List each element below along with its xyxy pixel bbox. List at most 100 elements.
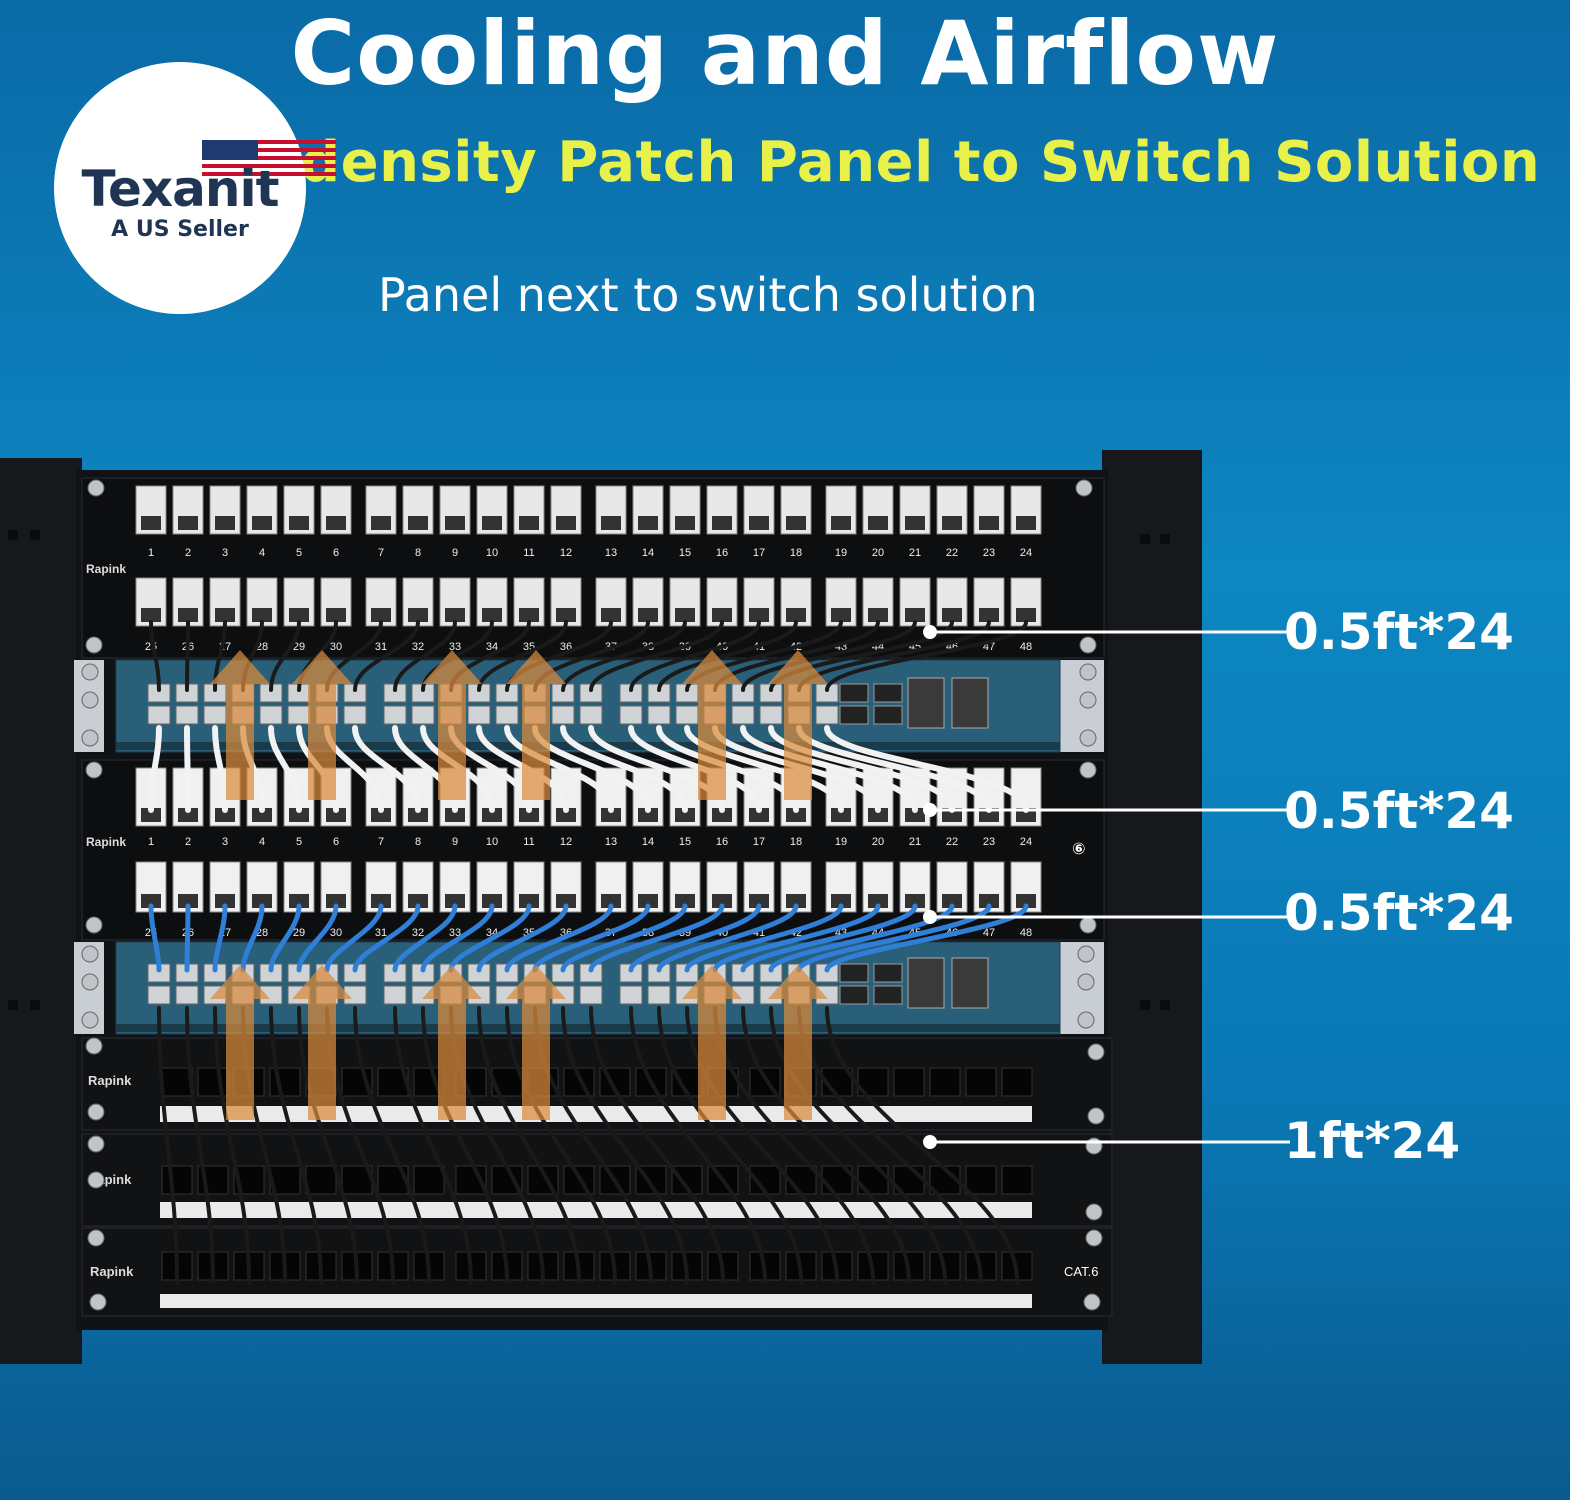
switch-port xyxy=(759,705,783,725)
port-number: 17 xyxy=(753,836,765,848)
rack-screw xyxy=(85,1037,103,1055)
patch-cable xyxy=(477,1006,581,1284)
port-number: 10 xyxy=(486,836,498,848)
patch-cable xyxy=(212,903,228,973)
port-number: 17 xyxy=(753,547,765,559)
patch-cable xyxy=(741,1006,911,1284)
port-number: 1 xyxy=(148,836,154,848)
airflow-arrow xyxy=(682,965,742,1120)
rack-screw xyxy=(1079,729,1097,747)
patch-cable xyxy=(269,1006,323,1284)
airflow-arrow xyxy=(422,650,482,800)
port-number: 3 xyxy=(222,547,228,559)
port-number: 22 xyxy=(946,836,958,848)
patch-cable xyxy=(825,1006,1019,1284)
patch-cable xyxy=(769,1006,947,1284)
rack-screw xyxy=(1087,1043,1105,1061)
port-number: 22 xyxy=(946,547,958,559)
patch-cable xyxy=(420,903,495,973)
port-number: 24 xyxy=(1020,547,1032,559)
port-number: 21 xyxy=(909,547,921,559)
port-number: 9 xyxy=(452,836,458,848)
airflow-arrow xyxy=(682,650,742,800)
switch-port xyxy=(383,985,407,1005)
rack-screw xyxy=(1085,1229,1103,1247)
rack-screw xyxy=(81,729,99,747)
switch-port xyxy=(731,963,755,983)
switch-port xyxy=(815,963,839,983)
switch-port xyxy=(619,963,643,983)
patch-cable xyxy=(393,620,457,692)
patch-cable xyxy=(353,620,420,692)
port-number: 47 xyxy=(983,927,995,939)
patch-cable xyxy=(421,1006,509,1284)
rack-screw xyxy=(87,479,105,497)
page-subtitle: density Patch Panel to Switch Solution xyxy=(300,130,1541,195)
port-number: 10 xyxy=(486,547,498,559)
patch-cable xyxy=(712,903,881,973)
patch-cable xyxy=(560,725,688,813)
patch-cable xyxy=(184,903,191,973)
patch-cable xyxy=(149,620,161,692)
port-number: 2 xyxy=(185,836,191,848)
patch-cable xyxy=(352,903,421,973)
patch-cable xyxy=(324,903,384,973)
airflow-arrow xyxy=(210,650,270,800)
airflow-arrow xyxy=(292,965,352,1120)
rack-left-rail xyxy=(0,458,82,1364)
port-number: 11 xyxy=(523,836,534,848)
rj45-jack xyxy=(269,1067,301,1097)
patch-cable xyxy=(296,903,339,973)
rj45-jack xyxy=(1001,1067,1033,1097)
switch-port xyxy=(175,985,199,1005)
rack-screw xyxy=(1085,1137,1103,1155)
rack-screw xyxy=(1085,1203,1103,1221)
patch-cable xyxy=(297,1006,359,1284)
switch-port xyxy=(411,705,435,725)
port-number: 13 xyxy=(605,836,617,848)
middle-panel-brand: Rapink xyxy=(86,835,126,849)
bottom-patch-panel-3: Rapink CAT.6 xyxy=(81,1227,1113,1317)
port-number: 16 xyxy=(716,836,728,848)
seller-logo: Texanit A US Seller xyxy=(54,62,336,314)
port-number: 20 xyxy=(872,836,884,848)
patch-cable xyxy=(561,620,687,692)
patch-cable xyxy=(240,903,265,973)
top-panel-brand: Rapink xyxy=(86,562,126,576)
switch-port xyxy=(343,705,367,725)
sfp-slot xyxy=(907,957,945,1009)
cable-label-1: 0.5ft*24 xyxy=(1284,603,1514,661)
switch-port xyxy=(675,705,699,725)
rack-screw xyxy=(1079,663,1097,681)
airflow-arrow xyxy=(292,650,352,800)
rack-right-rail xyxy=(1102,450,1202,1364)
solution-caption: Panel next to switch solution xyxy=(378,268,1038,322)
port-number: 3 xyxy=(222,836,228,848)
cable-label-3: 0.5ft*24 xyxy=(1284,884,1514,942)
port-number: 48 xyxy=(1020,927,1032,939)
port-number: 15 xyxy=(679,547,691,559)
patch-cable xyxy=(628,903,762,973)
patch-cable xyxy=(628,725,762,813)
patch-cable xyxy=(184,725,191,813)
port-number: 5 xyxy=(296,547,302,559)
patch-cable xyxy=(740,903,918,973)
rack-screw xyxy=(1077,945,1095,963)
rack-screw xyxy=(85,761,103,779)
rj45-jack xyxy=(413,1165,445,1195)
patch-cable xyxy=(629,620,761,692)
switch-port xyxy=(815,705,839,725)
bottom-panel-1-brand: Rapink xyxy=(88,1073,132,1088)
rj45-jack xyxy=(965,1165,997,1195)
rack-screw xyxy=(87,1171,105,1189)
bottom-panel-3-brand: Rapink xyxy=(90,1264,134,1279)
rack-screw xyxy=(81,691,99,709)
patch-cable xyxy=(684,725,844,813)
switch-port xyxy=(647,963,671,983)
port-number: 7 xyxy=(378,547,384,559)
switch-port xyxy=(203,705,227,725)
port-number: 31 xyxy=(375,641,387,653)
sfp-slot xyxy=(951,677,989,729)
patch-cable xyxy=(589,620,724,692)
